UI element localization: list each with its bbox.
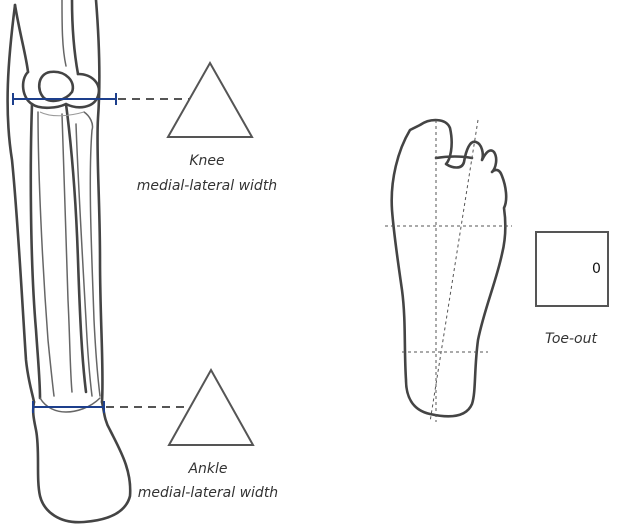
- ankle-label-line1: Ankle: [187, 461, 227, 477]
- leg-illustration: [8, 0, 131, 522]
- tibia-inner: [38, 112, 72, 396]
- footprint-outline: [392, 120, 506, 416]
- patella: [39, 72, 73, 101]
- big-toe-line: [436, 157, 472, 159]
- femur-outline: [15, 0, 78, 74]
- femur-inner-line: [62, 0, 66, 66]
- toe-out-value: 0: [592, 261, 601, 277]
- toe-out-measurement: 0 Toe-out: [536, 232, 608, 347]
- knee-measurement: Knee medial-lateral width: [13, 63, 277, 194]
- ankle-foot-outline: [33, 402, 130, 522]
- ankle-label-line2: medial-lateral width: [138, 485, 278, 501]
- footprint-illustration: [385, 120, 512, 422]
- fibula-outline: [76, 112, 100, 396]
- knee-label-line2: medial-lateral width: [137, 178, 277, 194]
- knee-joint-outline: [23, 72, 99, 108]
- leg-outer-contour-right: [96, 0, 103, 402]
- foot-axis-angled: [430, 120, 478, 422]
- toe-out-label: Toe-out: [545, 331, 597, 347]
- ankle-measurement: Ankle medial-lateral width: [33, 370, 278, 501]
- knee-label-line1: Knee: [189, 153, 224, 169]
- talus: [40, 398, 100, 412]
